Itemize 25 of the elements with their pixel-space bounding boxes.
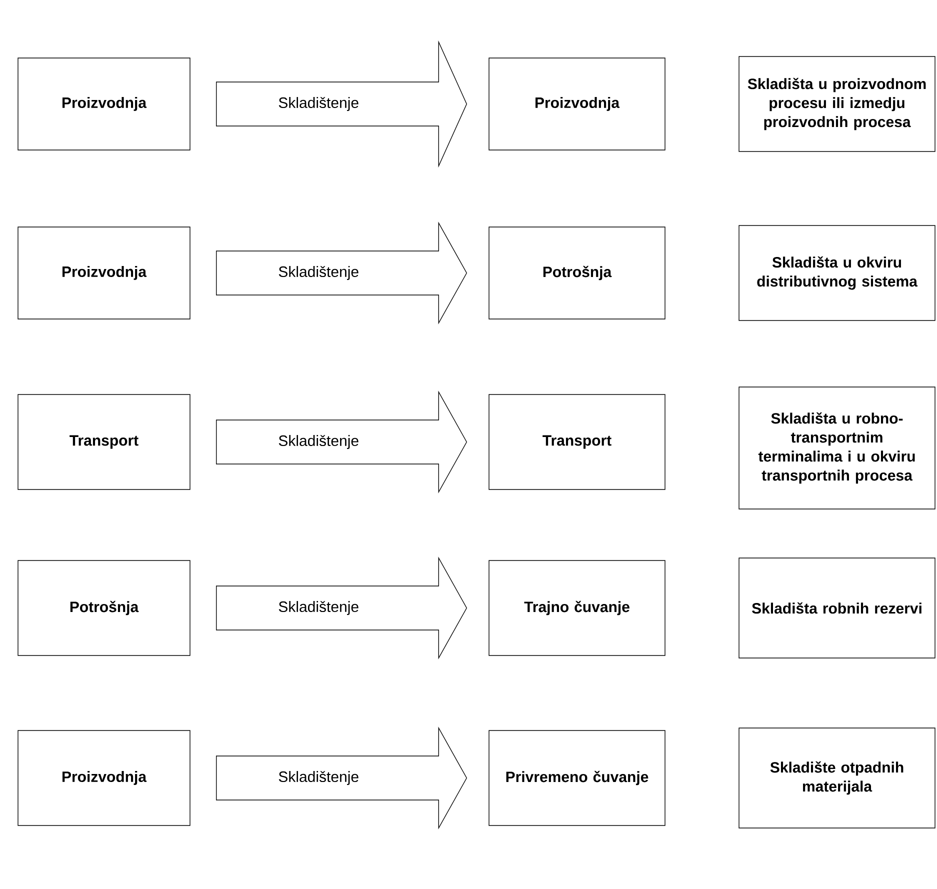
block-arrow xyxy=(216,40,468,168)
process-box: Transport xyxy=(18,394,190,490)
process-box: Skladišta u proizvodnom procesu ili izmedju proizvodnih procesa xyxy=(738,56,936,152)
edge-label: Skladištenje xyxy=(277,264,360,282)
block-arrow xyxy=(216,222,468,324)
edge-label: Skladištenje xyxy=(277,434,360,450)
block-arrow xyxy=(216,726,468,830)
block-arrow xyxy=(216,390,468,494)
edge-label: Skladištenje xyxy=(277,600,360,616)
process-box: Proizvodnja xyxy=(488,58,666,150)
edge-label: Skladištenje xyxy=(277,770,360,786)
process-box: Privremeno čuvanje xyxy=(488,730,666,826)
process-box: Skladište otpadnih materijala xyxy=(738,728,936,828)
process-box: Skladišta robnih rezervi xyxy=(738,558,936,658)
block-arrow xyxy=(216,556,468,660)
process-box: Potrošnja xyxy=(488,226,666,320)
process-box: Transport xyxy=(488,394,666,490)
process-box: Trajno čuvanje xyxy=(488,560,666,656)
process-box: Potrošnja xyxy=(18,560,190,656)
process-box: Proizvodnja xyxy=(18,730,190,826)
process-box: Skladišta u robno-transportnim terminalima i u okviru transportnih procesa xyxy=(738,386,936,510)
edge-label: Skladištenje xyxy=(277,96,360,112)
process-box: Skladišta u okviru distributivnog sistema xyxy=(738,225,936,321)
process-box: Proizvodnja xyxy=(18,58,190,150)
process-box: Proizvodnja xyxy=(18,226,190,320)
